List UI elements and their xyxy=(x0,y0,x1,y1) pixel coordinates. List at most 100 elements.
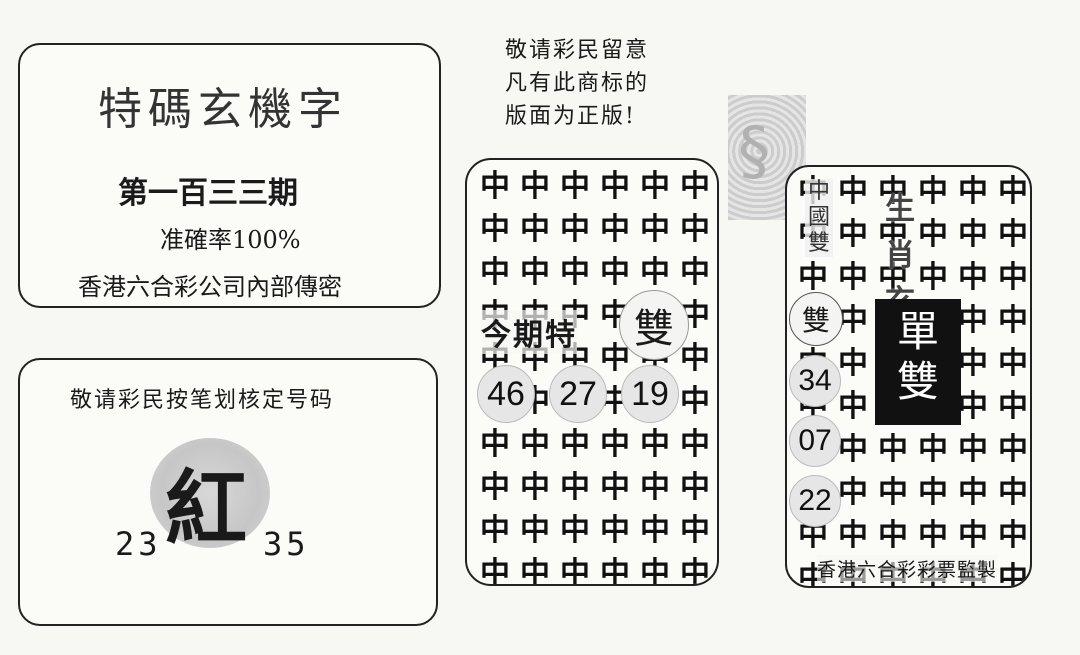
grid-char: 中 xyxy=(838,174,868,209)
grid-char: 中 xyxy=(560,255,590,290)
grid-char: 中 xyxy=(878,174,908,209)
grid-char: 中 xyxy=(680,513,710,548)
grid-char: 中 xyxy=(998,389,1028,424)
grid-char: 中 xyxy=(600,341,630,376)
red-character: 紅 xyxy=(165,461,248,557)
grid-char: 中 xyxy=(480,513,510,548)
number-disk: 46 xyxy=(477,365,535,423)
grid-char: 中 xyxy=(838,260,868,295)
grid-char: 中 xyxy=(560,212,590,247)
notice-line: 凡有此商标的 xyxy=(505,71,650,96)
grid-char: 中 xyxy=(878,260,908,295)
grid-char: 中 xyxy=(640,513,670,548)
grid-char: 中 xyxy=(480,212,510,247)
grid-char: 中 xyxy=(998,475,1028,510)
instruction-text: 敬请彩民按笔划核定号码 xyxy=(70,388,335,413)
grid-char: 中 xyxy=(838,389,868,424)
grid-char: 中 xyxy=(838,346,868,381)
title-box: 特碼玄機字 第一百三三期 准確率100% 香港六合彩公司內部傳密 xyxy=(18,43,441,308)
grid-char: 中 xyxy=(998,518,1028,553)
grid-char: 中 xyxy=(680,470,710,505)
vertical-label: 中國雙 xyxy=(805,179,833,257)
number-disk: 07 xyxy=(789,415,841,467)
grid-char: 中 xyxy=(640,427,670,462)
grid-char: 中 xyxy=(958,303,988,338)
grid-char: 中 xyxy=(878,217,908,252)
grid-char: 中 xyxy=(560,513,590,548)
grid-char: 中 xyxy=(560,556,590,586)
grid-char: 中 xyxy=(600,169,630,204)
grid-char: 中 xyxy=(838,217,868,252)
grid-char: 中 xyxy=(838,518,868,553)
period-label: 今期特 xyxy=(481,310,577,354)
grid-char: 中 xyxy=(998,217,1028,252)
number-disk: 19 xyxy=(621,365,679,423)
grid-char: 中 xyxy=(600,427,630,462)
issue-number: 第一百三三期 xyxy=(118,176,298,211)
notice-line: 版面为正版! xyxy=(505,104,636,129)
grid-char: 中 xyxy=(918,475,948,510)
grid-char: 中 xyxy=(680,255,710,290)
badge: 雙 xyxy=(619,290,689,360)
number-disk: 27 xyxy=(549,365,607,423)
grid-char: 中 xyxy=(600,556,630,586)
number-left: 23 xyxy=(115,525,162,563)
grid-char: 中 xyxy=(878,518,908,553)
grid-char: 中 xyxy=(640,255,670,290)
grid-char: 中 xyxy=(680,169,710,204)
grid-char: 中 xyxy=(918,174,948,209)
grid-char: 中 xyxy=(998,432,1028,467)
grid-char: 中 xyxy=(998,260,1028,295)
grid-char: 中 xyxy=(480,556,510,586)
grid-char: 中 xyxy=(480,255,510,290)
number-disk: 22 xyxy=(789,475,841,527)
grid-char: 中 xyxy=(640,169,670,204)
grid-char: 中 xyxy=(918,260,948,295)
grid-char: 中 xyxy=(560,169,590,204)
grid-char: 中 xyxy=(680,212,710,247)
grid-char: 中 xyxy=(958,346,988,381)
grid-char: 中 xyxy=(958,174,988,209)
character-circle xyxy=(150,438,270,548)
grid-char: 中 xyxy=(600,255,630,290)
grid-char: 中 xyxy=(918,518,948,553)
grid-char: 中 xyxy=(878,432,908,467)
grid-char: 中 xyxy=(998,346,1028,381)
grid-char: 中 xyxy=(480,427,510,462)
grid-char: 中 xyxy=(680,427,710,462)
red-character-box: 敬请彩民按笔划核定号码 紅 23 35 xyxy=(18,358,438,626)
grid-char: 中 xyxy=(918,217,948,252)
grid-char: 中 xyxy=(600,513,630,548)
number-right: 35 xyxy=(263,525,310,563)
authenticity-notice: 敬请彩民留意 凡有此商标的 版面为正版! xyxy=(505,34,649,133)
grid-char: 中 xyxy=(640,556,670,586)
box-line: 單 xyxy=(896,307,939,356)
grid-char: 中 xyxy=(998,174,1028,209)
grid-char: 中 xyxy=(680,384,710,419)
grid-char: 中 xyxy=(520,513,550,548)
grid-char: 中 xyxy=(998,303,1028,338)
number-disk: 34 xyxy=(789,355,841,407)
grid-char: 中 xyxy=(958,217,988,252)
grid-char: 中 xyxy=(998,561,1028,588)
grid-char: 中 xyxy=(560,427,590,462)
grid-char: 中 xyxy=(838,475,868,510)
grid-char: 中 xyxy=(520,169,550,204)
grid-char: 中 xyxy=(520,556,550,586)
badge: 雙 xyxy=(789,292,843,346)
footer-label: 香港六合彩彩票監製 xyxy=(817,555,998,582)
right-panel: 中中中中中中中中中中中中中中中中中中中中中中中中中中中中中中中中中中中中中中中中… xyxy=(785,165,1032,588)
grid-char: 中 xyxy=(958,475,988,510)
grid-char: 中 xyxy=(958,518,988,553)
logo-mark-icon: § xyxy=(738,115,770,189)
grid-char: 中 xyxy=(520,427,550,462)
grid-char: 中 xyxy=(640,212,670,247)
grid-char: 中 xyxy=(600,212,630,247)
notice-line: 敬请彩民留意 xyxy=(505,38,650,63)
grid-char: 中 xyxy=(958,389,988,424)
grid-char: 中 xyxy=(520,255,550,290)
middle-panel: 中中中中中中中中中中中中中中中中中中中中中中中中中中中中中中中中中中中中中中中中… xyxy=(465,158,719,586)
grid-char: 中 xyxy=(918,432,948,467)
grid-char: 中 xyxy=(680,556,710,586)
box-line: 雙 xyxy=(896,357,939,406)
